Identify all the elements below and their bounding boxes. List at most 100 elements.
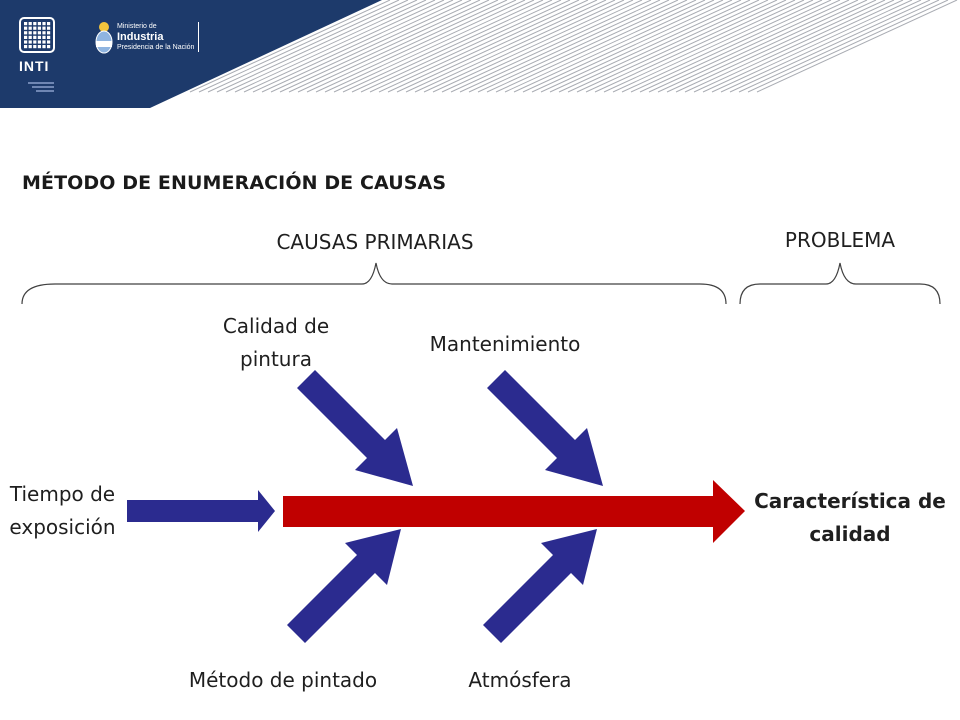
inti-logo-text: INTI (19, 58, 50, 74)
logo-grid-cell (33, 31, 37, 35)
hatch-line (306, 0, 508, 93)
hatch-line (693, 0, 895, 93)
logo-grid-cell (33, 35, 37, 39)
logo-grid-cell (28, 35, 32, 39)
hatch-line (333, 0, 535, 93)
hatch-line (603, 0, 805, 93)
hatch-line (342, 0, 544, 93)
hatch-line (657, 0, 859, 93)
logo-grid-cell (37, 31, 41, 35)
problem-brace (739, 262, 941, 305)
logo-grid-cell (42, 45, 46, 49)
hatch-line (684, 0, 886, 93)
hatch-line (639, 0, 841, 93)
logo-grid-cell (24, 22, 28, 26)
cause-left-label: Tiempo de exposición (0, 478, 125, 544)
cause-bottom-right-label: Atmósfera (468, 668, 572, 692)
logo-grid-cell (28, 45, 32, 49)
logo-grid-cell (47, 35, 51, 39)
hatch-line (513, 0, 715, 93)
hatch-line (234, 0, 436, 93)
hatch-line (486, 0, 688, 93)
logo-grid-cell (33, 45, 37, 49)
arrow-calidad-de-pintura (297, 370, 413, 486)
hatch-line (549, 0, 751, 93)
cause-top-left-label: Calidad de pintura (196, 310, 356, 376)
hatch-line (738, 0, 940, 93)
hatch-line (504, 0, 706, 93)
inti-logo-icon (19, 17, 55, 92)
hatch-line (450, 0, 652, 93)
logo-grid-cell (37, 26, 41, 30)
ministry-line-1: Ministerio de (117, 23, 157, 30)
causes-group-label: CAUSAS PRIMARIAS (276, 230, 474, 254)
header-banner (0, 0, 958, 108)
logo-grid-cell (28, 22, 32, 26)
logo-grid-cell (24, 31, 28, 35)
logo-grid-cell (37, 45, 41, 49)
cause-left-line-1: Tiempo de (9, 482, 116, 506)
logo-grid-cell (47, 31, 51, 35)
logo-grid-cell (42, 31, 46, 35)
main-spine-arrow (283, 480, 745, 543)
hatch-line (711, 0, 913, 93)
hatch-line (351, 0, 553, 93)
hatch-line (279, 0, 481, 93)
hatch-line (243, 0, 445, 93)
hatch-line (585, 0, 787, 93)
ministry-line-2: Industria (117, 31, 164, 43)
logo-grid-cell (28, 26, 32, 30)
hatch-line (621, 0, 823, 93)
hatch-line (315, 0, 517, 93)
logo-grid-cell (37, 22, 41, 26)
hatch-line (270, 0, 472, 93)
hatch-line (324, 0, 526, 93)
hatch-line (414, 0, 616, 93)
cause-top-left-line-1: Calidad de (222, 314, 330, 338)
hatch-line (531, 0, 733, 93)
arrow-tiempo-de-exposicion (127, 490, 275, 532)
logo-grid-cell (28, 40, 32, 44)
problem-group-label: PROBLEMA (784, 228, 896, 252)
hatch-line (423, 0, 625, 93)
hatch-line (477, 0, 679, 93)
cause-top-left-line-2: pintura (240, 347, 312, 371)
hatch-line (297, 0, 499, 93)
hatch-line (522, 0, 724, 93)
hatch-line (576, 0, 778, 93)
hatch-line (405, 0, 607, 93)
hatch-line (540, 0, 742, 93)
hatch-line (729, 0, 931, 93)
hatch-line (432, 0, 634, 93)
cause-bottom-left-label: Método de pintado (188, 668, 378, 692)
hatch-line (468, 0, 670, 93)
logo-grid-cell (42, 22, 46, 26)
hatch-line (594, 0, 796, 93)
hatch-line (396, 0, 598, 93)
hatch-line (459, 0, 661, 93)
logo-grid-cell (24, 35, 28, 39)
hatch-line (675, 0, 877, 93)
hatch-line (198, 0, 400, 93)
header-hatching (189, 0, 958, 93)
logo-grid-cell (24, 26, 28, 30)
arrow-metodo-de-pintado (287, 529, 401, 643)
coat-of-arms-icon (95, 22, 113, 54)
causes-brace (21, 262, 727, 305)
hatch-line (189, 0, 391, 93)
hatch-line (441, 0, 643, 93)
logo-grid-cell (37, 35, 41, 39)
logo-grid-cell (42, 40, 46, 44)
hatch-line (261, 0, 463, 93)
logo-grid-cell (47, 22, 51, 26)
hatch-line (756, 0, 958, 93)
arrow-atmosfera (483, 529, 597, 643)
ministry-line-3: Presidencia de la Nación (117, 44, 195, 51)
logo-grid-cell (47, 45, 51, 49)
logo-grid-cell (37, 40, 41, 44)
cause-top-right-label: Mantenimiento (429, 332, 581, 356)
logo-grid-cell (42, 26, 46, 30)
logo-grid-cell (47, 40, 51, 44)
hatch-line (648, 0, 850, 93)
